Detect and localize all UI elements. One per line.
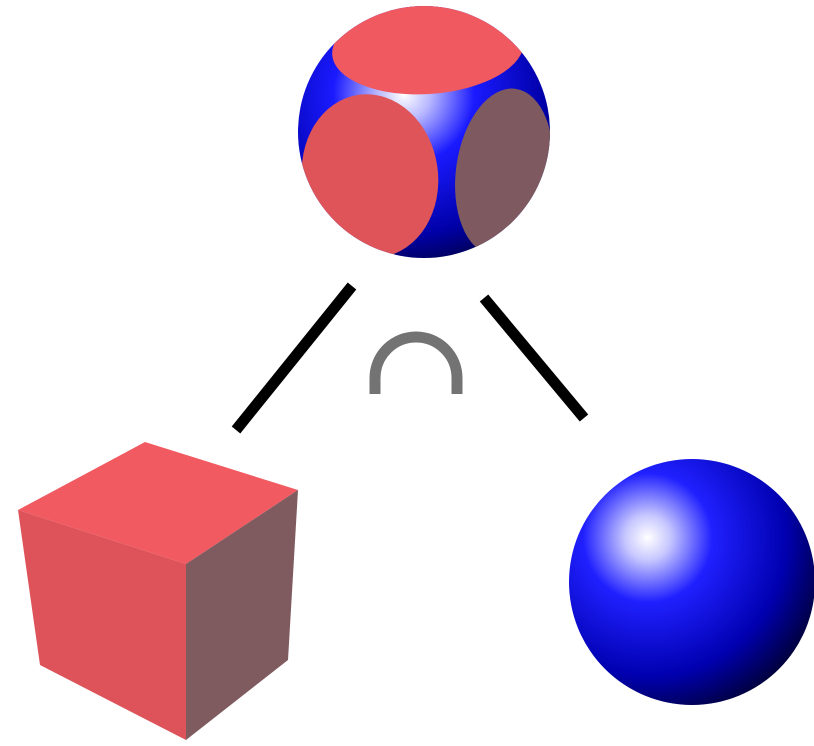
cube-top-face (18, 442, 298, 564)
connector-left (231, 282, 357, 434)
connector-right (479, 294, 589, 422)
operand-cube (18, 442, 298, 740)
cube-side-face (186, 490, 298, 740)
intersection-operator-icon (369, 331, 463, 394)
cube-front-face (18, 510, 186, 740)
result-top-face (332, 6, 524, 95)
result-front-face (301, 94, 439, 258)
operand-sphere (569, 459, 814, 705)
result-shape (298, 6, 550, 258)
